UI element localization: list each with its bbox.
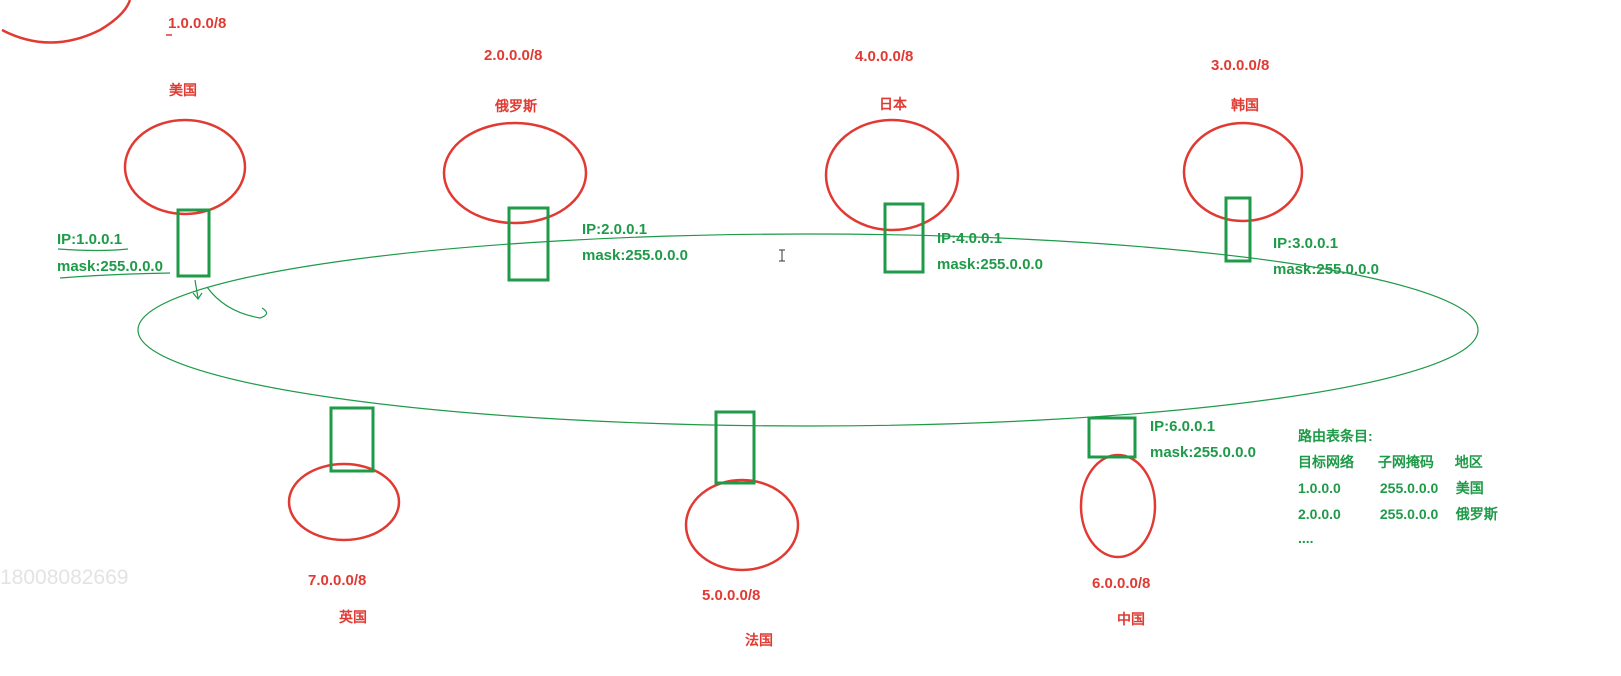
mask-label-ru: mask:255.0.0.0 (582, 247, 688, 264)
country-label-fr: 法国 (745, 632, 773, 648)
router-port-cn (1087, 416, 1137, 459)
text-cursor-icon (779, 249, 785, 262)
network-circle-cn (1079, 453, 1157, 559)
router-port-jp (883, 202, 925, 274)
cell-mask: 255.0.0.0 (1379, 506, 1439, 522)
header-region: 地区 (1454, 454, 1483, 470)
mask-label-us: mask:255.0.0.0 (57, 258, 163, 275)
table-row: 2.0.0.0 255.0.0.0 俄罗斯 (1298, 504, 1498, 524)
backbone-ring (137, 233, 1479, 427)
cidr-label-ru: 2.0.0.0/8 (484, 47, 543, 64)
cidr-label-cn: 6.0.0.0/8 (1092, 575, 1151, 592)
watermark: 18008082669 (0, 566, 129, 589)
cidr-label-kr: 3.0.0.0/8 (1211, 57, 1270, 74)
mask-label-cn: mask:255.0.0.0 (1150, 444, 1256, 461)
ip-label-ru: IP:2.0.0.1 (582, 221, 648, 238)
cidr-label-us: 1.0.0.0/8 (168, 15, 227, 32)
country-label-ru: 俄罗斯 (495, 98, 537, 114)
country-label-jp: 日本 (879, 96, 907, 112)
cidr-label-fr: 5.0.0.0/8 (702, 587, 761, 604)
network-circle-jp (824, 118, 960, 232)
mask-label-jp: mask:255.0.0.0 (937, 256, 1043, 273)
routing-table-title: 路由表条目: (1298, 428, 1373, 444)
network-circle-fr (684, 478, 800, 572)
cell-destination: 2.0.0.0 (1298, 506, 1341, 522)
annotation-underline-mask (59, 272, 171, 279)
partial-network-circle (1, 0, 132, 44)
ip-label-cn: IP:6.0.0.1 (1150, 418, 1216, 435)
cell-region: 俄罗斯 (1455, 506, 1498, 522)
cell-mask: 255.0.0.0 (1379, 480, 1439, 496)
mask-label-kr: mask:255.0.0.0 (1273, 261, 1379, 278)
annotation-underline-ip (57, 248, 129, 252)
network-circle-us (123, 118, 247, 216)
network-circle-ru (442, 121, 588, 225)
network-circle-uk (287, 462, 401, 542)
table-row: 1.0.0.0 255.0.0.0 美国 (1298, 478, 1484, 498)
router-port-fr (714, 410, 756, 485)
routing-table-ellipsis: .... (1298, 530, 1314, 546)
cidr-label-jp: 4.0.0.0/8 (855, 48, 914, 65)
router-port-ru (507, 206, 550, 282)
ip-label-us: IP:1.0.0.1 (57, 231, 123, 248)
router-port-us (176, 208, 211, 278)
router-port-uk (329, 406, 375, 473)
annotation-curl (206, 286, 268, 319)
cidr-label-uk: 7.0.0.0/8 (308, 572, 367, 589)
annotation-arrow (192, 279, 203, 301)
country-label-cn: 中国 (1117, 611, 1145, 627)
ip-label-jp: IP:4.0.0.1 (937, 230, 1003, 247)
country-label-uk: 英国 (339, 609, 367, 625)
router-port-kr (1224, 196, 1252, 263)
ip-label-kr: IP:3.0.0.1 (1273, 235, 1339, 252)
country-label-us: 美国 (169, 82, 197, 98)
header-mask: 子网掩码 (1377, 454, 1434, 470)
cell-destination: 1.0.0.0 (1298, 480, 1341, 496)
country-label-kr: 韩国 (1231, 97, 1259, 113)
cell-region: 美国 (1455, 480, 1484, 496)
header-destination: 目标网络 (1298, 454, 1354, 470)
routing-table-header: 目标网络 子网掩码 地区 (1298, 452, 1483, 472)
network-circle-kr (1182, 121, 1304, 223)
